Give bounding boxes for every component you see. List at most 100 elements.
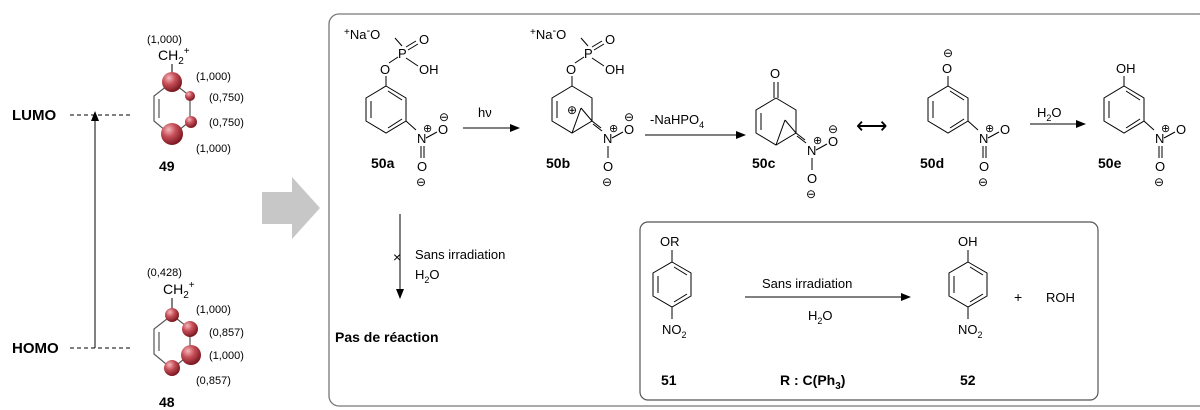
svg-text:O: O [1155, 159, 1165, 174]
lobe-49-1 [162, 72, 182, 92]
svg-text:O: O [419, 32, 429, 47]
transition-arrow-icon [262, 177, 320, 239]
lobe-48-3 [181, 345, 201, 365]
plus-sign: + [1014, 289, 1022, 305]
svg-text:O: O [380, 62, 390, 77]
svg-text:N: N [1155, 131, 1164, 146]
svg-text:P: P [398, 46, 407, 61]
molecule-52: OH NO2 52 [948, 234, 988, 388]
svg-text:O: O [770, 66, 780, 81]
compound-label-50c: 50c [752, 155, 776, 171]
svg-text:⊕: ⊕ [985, 123, 994, 135]
molecule-51: OR NO2 51 [652, 234, 692, 388]
svg-text:N: N [603, 131, 612, 146]
coeff-48-4: (1,000) [209, 350, 244, 362]
svg-text:⊖: ⊖ [1154, 175, 1164, 189]
molecule-50c: O N ⊕ O ⊖ O ⊖ 50c [752, 66, 838, 201]
svg-text:OH: OH [958, 234, 978, 249]
svg-text:N: N [417, 131, 426, 146]
svg-text:O: O [603, 159, 613, 174]
inset-solvent-label: H2O [808, 308, 833, 326]
svg-text:O: O [417, 159, 427, 174]
coeff-49-4: (0,750) [209, 117, 244, 129]
dark-control-step: × Sans irradiation H2O Pas de réaction [335, 214, 505, 345]
hydrolysis-step: H2O [1030, 105, 1086, 128]
svg-text:⊖: ⊖ [624, 110, 634, 124]
molecule-48: (0,428) CH2+ (1,000) (0,857) (1,000) (0,… [147, 267, 244, 410]
svg-text:O: O [942, 61, 952, 76]
svg-text:O: O [807, 171, 817, 186]
coeff-49-2: (1,000) [196, 71, 231, 83]
lobe-49-4 [161, 123, 183, 145]
svg-text:O: O [979, 159, 989, 174]
svg-text:⊕: ⊕ [567, 103, 577, 117]
svg-text:N: N [979, 131, 988, 146]
svg-text:NO2: NO2 [958, 322, 983, 340]
compound-label-50d: 50d [920, 155, 944, 171]
svg-text:⊖: ⊖ [828, 122, 838, 136]
svg-text:⊖: ⊖ [416, 175, 426, 189]
coeff-48-3: (0,857) [209, 327, 244, 339]
resonance-arrow: ⟷ [856, 113, 888, 138]
molecule-50d: O ⊖ N ⊕ O O ⊖ 50d [920, 46, 1010, 189]
svg-text:OH: OH [605, 62, 625, 77]
hv-step: hν [463, 105, 520, 132]
svg-text:⊕: ⊕ [609, 123, 618, 135]
ch2-group-49: CH2+ [158, 46, 190, 67]
molecule-49: (1,000) CH2+ (1,000) (0,750) (0,750) (1,… [147, 34, 244, 174]
svg-text:OR: OR [660, 234, 680, 249]
homo-label: HOMO [12, 340, 59, 357]
molecule-50a: O P O OH +Na-O N ⊕ O O ⊖ ⊖ 50a [344, 25, 449, 189]
svg-text:O: O [566, 62, 576, 77]
lobe-49-2 [185, 91, 195, 101]
svg-text:O: O [438, 122, 448, 137]
svg-text:⊕: ⊕ [813, 135, 822, 147]
svg-text:O: O [624, 122, 634, 137]
lobe-48-1 [165, 308, 179, 322]
svg-text:⊖: ⊖ [602, 175, 612, 189]
scheme-frame [328, 13, 1200, 407]
inset-frame [639, 221, 1099, 401]
molecule-50e: OH N ⊕ O O ⊖ 50e [1098, 61, 1186, 189]
lobe-48-4 [164, 360, 180, 376]
svg-text:O: O [605, 32, 615, 47]
elimination-step: -NaHPO4 [645, 112, 746, 139]
coeff-48-2: (1,000) [196, 304, 231, 316]
svg-text:O: O [828, 134, 838, 149]
svg-text:O: O [1176, 122, 1186, 137]
compound-label-50b: 50b [546, 155, 570, 171]
compound-label-50a: 50a [371, 155, 395, 171]
dark-condition-label: Sans irradiation [415, 247, 505, 262]
r-definition: R : C(Ph3) [780, 372, 845, 392]
lumo-label: LUMO [12, 107, 56, 124]
compound-label-48: 48 [159, 394, 175, 410]
svg-text:+Na-O: +Na-O [530, 25, 566, 42]
inset-condition-label: Sans irradiation [762, 276, 852, 291]
no-reaction-label: Pas de réaction [335, 329, 439, 345]
svg-text:⊖: ⊖ [806, 187, 816, 201]
svg-text:⊖: ⊖ [978, 175, 988, 189]
coeff-49-3: (0,750) [209, 92, 244, 104]
coeff-49-1: (1,000) [147, 34, 182, 46]
svg-text:⊕: ⊕ [1161, 123, 1170, 135]
svg-text:⊕: ⊕ [423, 123, 432, 135]
inset-reaction: OR NO2 51 Sans irradiation H2O R : C(Ph3… [639, 221, 1099, 401]
lobe-48-2 [182, 321, 198, 337]
coeff-49-5: (1,000) [196, 143, 231, 155]
energy-level-diagram: LUMO HOMO [12, 107, 132, 357]
svg-text:NO2: NO2 [662, 322, 687, 340]
svg-text:OH: OH [1116, 61, 1136, 76]
hv-label: hν [478, 105, 492, 120]
svg-text:N: N [807, 143, 816, 158]
blocked-mark: × [393, 249, 401, 265]
compound-label-49: 49 [159, 158, 175, 174]
svg-text:+Na-O: +Na-O [344, 25, 380, 42]
compound-label-50e: 50e [1098, 155, 1122, 171]
ring-50a [365, 85, 407, 134]
svg-text:P: P [584, 46, 593, 61]
svg-text:⊖: ⊖ [439, 110, 449, 124]
h2o-label: H2O [1037, 105, 1062, 123]
svg-text:O: O [1000, 122, 1010, 137]
coeff-48-1: (0,428) [147, 267, 182, 279]
